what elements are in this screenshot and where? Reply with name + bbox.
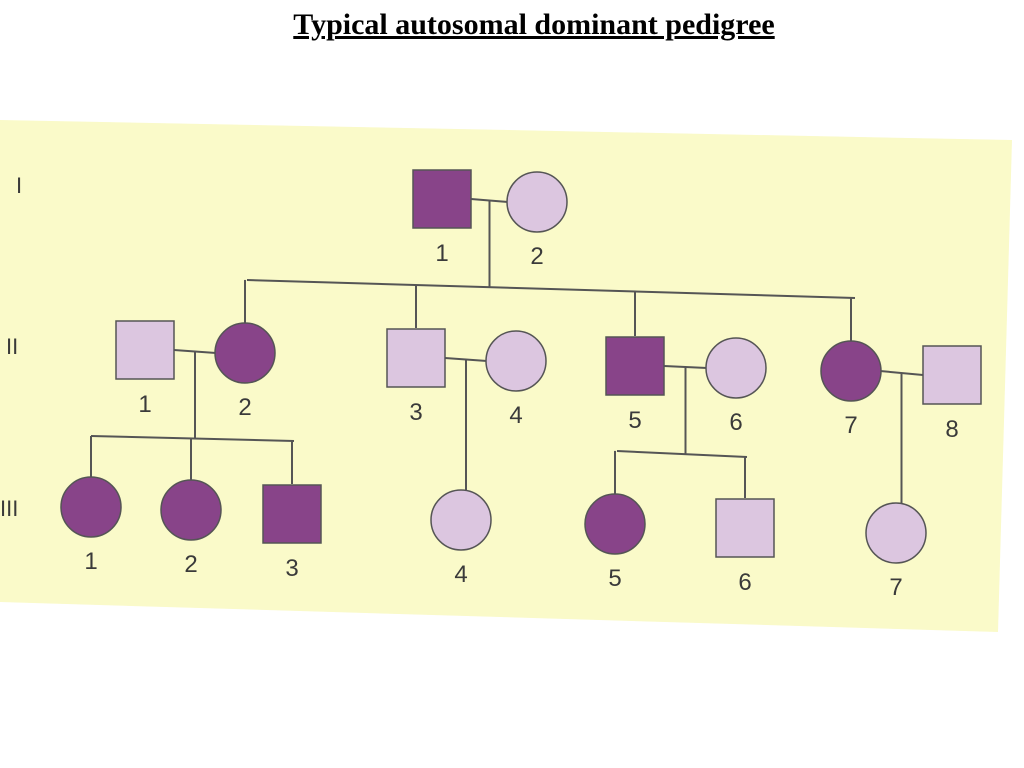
member-number-II-6: 6: [729, 409, 742, 436]
unaffected-male-II-1: [115, 320, 175, 380]
affected-female-III-5: [584, 493, 646, 555]
member-number-III-2: 2: [184, 551, 197, 578]
member-number-III-7: 7: [889, 574, 902, 601]
member-number-III-1: 1: [84, 548, 97, 575]
unaffected-female-III-4: [430, 489, 492, 551]
sibship-line-m-II1-II2: [90, 435, 295, 442]
generation-label-II: II: [6, 334, 18, 359]
member-number-II-2: 2: [238, 394, 251, 421]
unaffected-male-II-3: [386, 328, 446, 388]
unaffected-male-III-6: [715, 498, 775, 558]
unaffected-female-II-6: [705, 337, 767, 399]
unaffected-female-I-2: [506, 171, 568, 233]
affected-male-III-3: [262, 484, 322, 544]
member-number-I-2: 2: [530, 243, 543, 270]
affected-female-II-7: [820, 340, 882, 402]
pedigree-lines: [90, 198, 924, 503]
member-number-II-1: 1: [138, 391, 151, 418]
generation-label-I: I: [16, 173, 22, 198]
unaffected-male-II-8: [922, 345, 982, 405]
generation-label-III: III: [0, 496, 18, 521]
member-number-III-6: 6: [738, 569, 751, 596]
member-number-II-5: 5: [628, 407, 641, 434]
member-number-III-5: 5: [608, 565, 621, 592]
affected-male-II-5: [605, 336, 665, 396]
slide-title: Typical autosomal dominant pedigree: [293, 8, 775, 41]
member-number-II-4: 4: [509, 402, 522, 429]
member-number-I-1: 1: [435, 240, 448, 267]
sibship-line-m-I1-I2: [246, 279, 856, 299]
affected-female-III-2: [160, 479, 222, 541]
sibship-line-m-II5-II6: [616, 450, 748, 458]
member-number-II-8: 8: [945, 416, 958, 443]
member-number-II-7: 7: [844, 412, 857, 439]
affected-female-II-2: [214, 322, 276, 384]
unaffected-female-II-4: [485, 330, 547, 392]
member-number-III-4: 4: [454, 561, 467, 588]
pedigree-members: 1 2 1 2 3 4 5 6 7 8 1 2 3 4 5 6 7: [60, 169, 982, 601]
unaffected-female-III-7: [865, 502, 927, 564]
member-number-III-3: 3: [285, 555, 298, 582]
affected-female-III-1: [60, 476, 122, 538]
affected-male-I-1: [412, 169, 472, 229]
member-number-II-3: 3: [409, 399, 422, 426]
